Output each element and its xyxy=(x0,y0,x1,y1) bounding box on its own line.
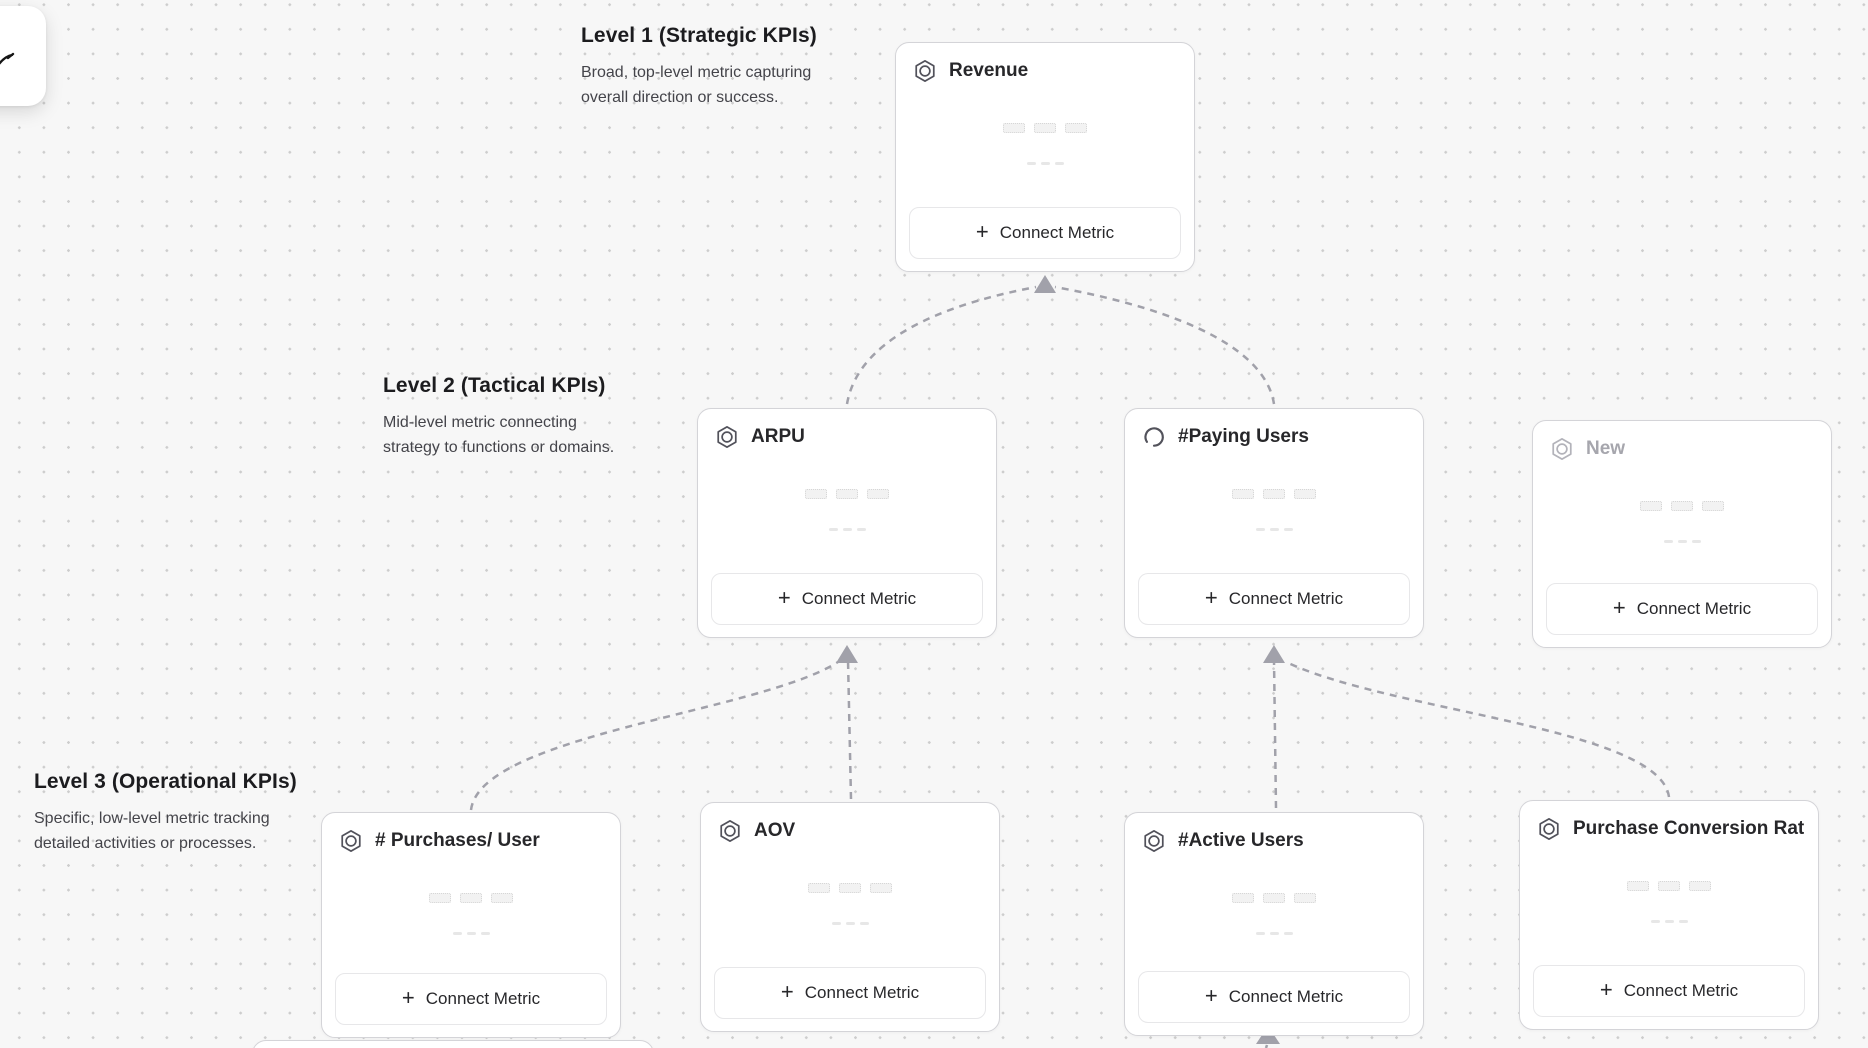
metric-card-title: #Paying Users xyxy=(1178,426,1309,447)
connect-metric-button[interactable]: + Connect Metric xyxy=(335,973,607,1025)
plus-icon: + xyxy=(975,219,989,244)
level-1-description-line2: overall direction or success. xyxy=(581,89,779,106)
level-3-description-line2: detailed activities or processes. xyxy=(34,835,257,852)
connect-metric-label: Connect Metric xyxy=(1228,589,1344,608)
arrowhead-into-payingusers xyxy=(1263,645,1285,663)
metric-card-revenue[interactable]: Revenue + Connect Metric xyxy=(895,42,1195,272)
plus-icon: + xyxy=(1204,983,1218,1008)
connect-metric-button[interactable]: + Connect Metric xyxy=(1138,573,1410,625)
metric-card-title: Purchase Conversion Rate xyxy=(1573,818,1804,839)
connect-metric-button[interactable]: + Connect Metric xyxy=(909,207,1181,259)
edge-purchases-to-arpu xyxy=(469,660,839,811)
metric-placeholder-skeleton xyxy=(1125,489,1423,531)
edge-conversionrate-to-payingusers xyxy=(1285,660,1671,798)
metric-card-partial-bottom[interactable] xyxy=(252,1040,654,1048)
metric-card-title: #Active Users xyxy=(1178,830,1304,851)
hexagon-metric-icon xyxy=(912,58,938,84)
cursor-icon xyxy=(0,52,15,65)
metric-card-title: # Purchases/ User xyxy=(375,830,540,851)
floating-toolbar-panel[interactable] xyxy=(0,6,46,106)
metric-card-title: Revenue xyxy=(949,60,1029,81)
connect-metric-button[interactable]: + Connect Metric xyxy=(1138,971,1410,1023)
connect-metric-label: Connect Metric xyxy=(801,589,917,608)
level-1-label: Level 1 (Strategic KPIs) Broad, top-leve… xyxy=(581,24,817,110)
connect-metric-button[interactable]: + Connect Metric xyxy=(1533,965,1805,1017)
connect-metric-label: Connect Metric xyxy=(425,989,541,1008)
metric-card-active-users[interactable]: #Active Users + Connect Metric xyxy=(1124,812,1424,1036)
connect-metric-label: Connect Metric xyxy=(1228,987,1344,1006)
level-2-description-line2: strategy to functions or domains. xyxy=(383,439,615,456)
hexagon-metric-icon xyxy=(714,424,740,450)
connect-metric-label: Connect Metric xyxy=(1636,599,1752,618)
arrowhead-into-arpu xyxy=(836,645,858,663)
plus-icon: + xyxy=(1612,595,1626,620)
metric-card-paying-users[interactable]: #Paying Users + Connect Metric xyxy=(1124,408,1424,638)
spinner-loading-icon xyxy=(1141,424,1167,450)
level-1-title: Level 1 (Strategic KPIs) xyxy=(581,24,817,47)
metric-card-new[interactable]: New + Connect Metric xyxy=(1532,420,1832,648)
connect-metric-button[interactable]: + Connect Metric xyxy=(1546,583,1818,635)
level-3-label: Level 3 (Operational KPIs) Specific, low… xyxy=(34,770,297,856)
metric-placeholder-skeleton xyxy=(1520,881,1818,923)
edge-payingusers-to-revenue xyxy=(1054,285,1276,405)
hexagon-metric-icon xyxy=(1141,828,1167,854)
edge-aov-to-arpu xyxy=(846,659,853,800)
connect-metric-label: Connect Metric xyxy=(1623,981,1739,1000)
edge-arpu-to-revenue xyxy=(845,285,1037,405)
metric-card-title: AOV xyxy=(754,820,796,841)
hexagon-metric-icon xyxy=(1536,816,1562,842)
metric-placeholder-skeleton xyxy=(896,123,1194,165)
metric-card-title: New xyxy=(1586,438,1626,459)
plus-icon: + xyxy=(401,985,415,1010)
connect-metric-label: Connect Metric xyxy=(804,983,920,1002)
hexagon-metric-icon xyxy=(1549,436,1575,462)
connect-metric-label: Connect Metric xyxy=(999,223,1115,242)
level-2-title: Level 2 (Tactical KPIs) xyxy=(383,374,606,397)
hexagon-metric-icon xyxy=(717,818,743,844)
edge-activeusers-to-payingusers xyxy=(1272,659,1278,809)
metric-card-purchase-conversion-rate[interactable]: Purchase Conversion Rate + Connect Metri… xyxy=(1519,800,1819,1030)
level-1-description-line1: Broad, top-level metric capturing xyxy=(581,64,812,81)
metric-placeholder-skeleton xyxy=(698,489,996,531)
level-3-description-line1: Specific, low-level metric tracking xyxy=(34,810,270,827)
metric-placeholder-skeleton xyxy=(701,883,999,925)
metric-placeholder-skeleton xyxy=(1533,501,1831,543)
hexagon-metric-icon xyxy=(338,828,364,854)
metric-placeholder-skeleton xyxy=(1125,893,1423,935)
metric-placeholder-skeleton xyxy=(322,893,620,935)
level-3-title: Level 3 (Operational KPIs) xyxy=(34,770,297,793)
metric-card-arpu[interactable]: ARPU + Connect Metric xyxy=(697,408,997,638)
arrowhead-into-revenue xyxy=(1034,275,1056,293)
metric-card-title: ARPU xyxy=(751,426,805,447)
metric-card-purchases-per-user[interactable]: # Purchases/ User + Connect Metric xyxy=(321,812,621,1038)
plus-icon: + xyxy=(1599,977,1613,1002)
level-2-description-line1: Mid-level metric connecting xyxy=(383,414,577,431)
metric-card-aov[interactable]: AOV + Connect Metric xyxy=(700,802,1000,1032)
plus-icon: + xyxy=(780,979,794,1004)
connect-metric-button[interactable]: + Connect Metric xyxy=(711,573,983,625)
level-2-label: Level 2 (Tactical KPIs) Mid-level metric… xyxy=(383,374,614,460)
plus-icon: + xyxy=(1204,585,1218,610)
connect-metric-button[interactable]: + Connect Metric xyxy=(714,967,986,1019)
plus-icon: + xyxy=(777,585,791,610)
